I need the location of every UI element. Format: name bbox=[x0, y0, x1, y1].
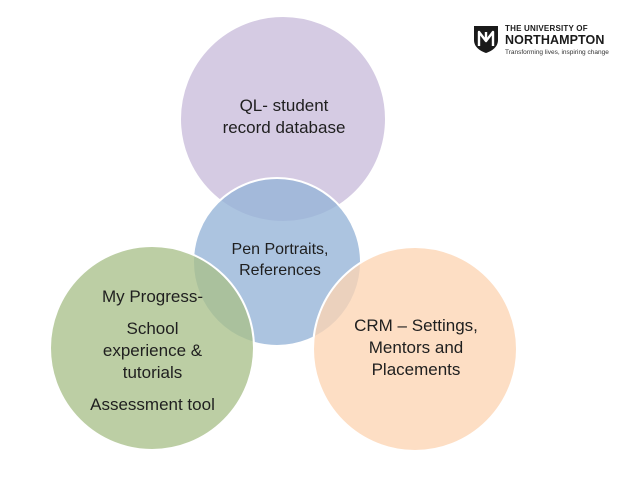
label-pen-portraits: Pen Portraits, References bbox=[210, 239, 350, 281]
shield-logo-icon bbox=[474, 26, 498, 53]
label-line: My Progress- bbox=[101, 287, 204, 306]
label-line: CRM – Settings, bbox=[354, 316, 478, 335]
logo-line-1: THE UNIVERSITY OF bbox=[505, 24, 588, 33]
circle-my-progress bbox=[49, 245, 255, 451]
logo-tagline: Transforming lives, inspiring change bbox=[505, 49, 609, 56]
label-crm-settings: CRM – Settings, Mentors and Placements bbox=[338, 315, 494, 381]
label-spacer bbox=[70, 308, 235, 318]
label-my-progress: My Progress- School experience & tutoria… bbox=[70, 286, 235, 416]
label-line: QL- student bbox=[239, 96, 329, 115]
label-line: tutorials bbox=[122, 363, 183, 382]
label-line: References bbox=[239, 262, 321, 279]
label-ql-student-record: QL- student record database bbox=[200, 95, 368, 139]
label-line: experience & bbox=[102, 341, 203, 360]
logo-line-2: NORTHAMPTON bbox=[505, 33, 605, 47]
label-line: Mentors and bbox=[368, 338, 464, 357]
label-line: record database bbox=[222, 118, 346, 137]
label-line: School bbox=[126, 319, 179, 338]
label-line: Assessment tool bbox=[90, 395, 215, 414]
university-logo: THE UNIVERSITY OF NORTHAMPTON Transformi… bbox=[472, 22, 622, 66]
label-line: Pen Portraits, bbox=[231, 241, 329, 258]
circle-crm-settings bbox=[312, 246, 518, 452]
label-spacer bbox=[70, 384, 235, 394]
label-line: Placements bbox=[371, 360, 461, 379]
